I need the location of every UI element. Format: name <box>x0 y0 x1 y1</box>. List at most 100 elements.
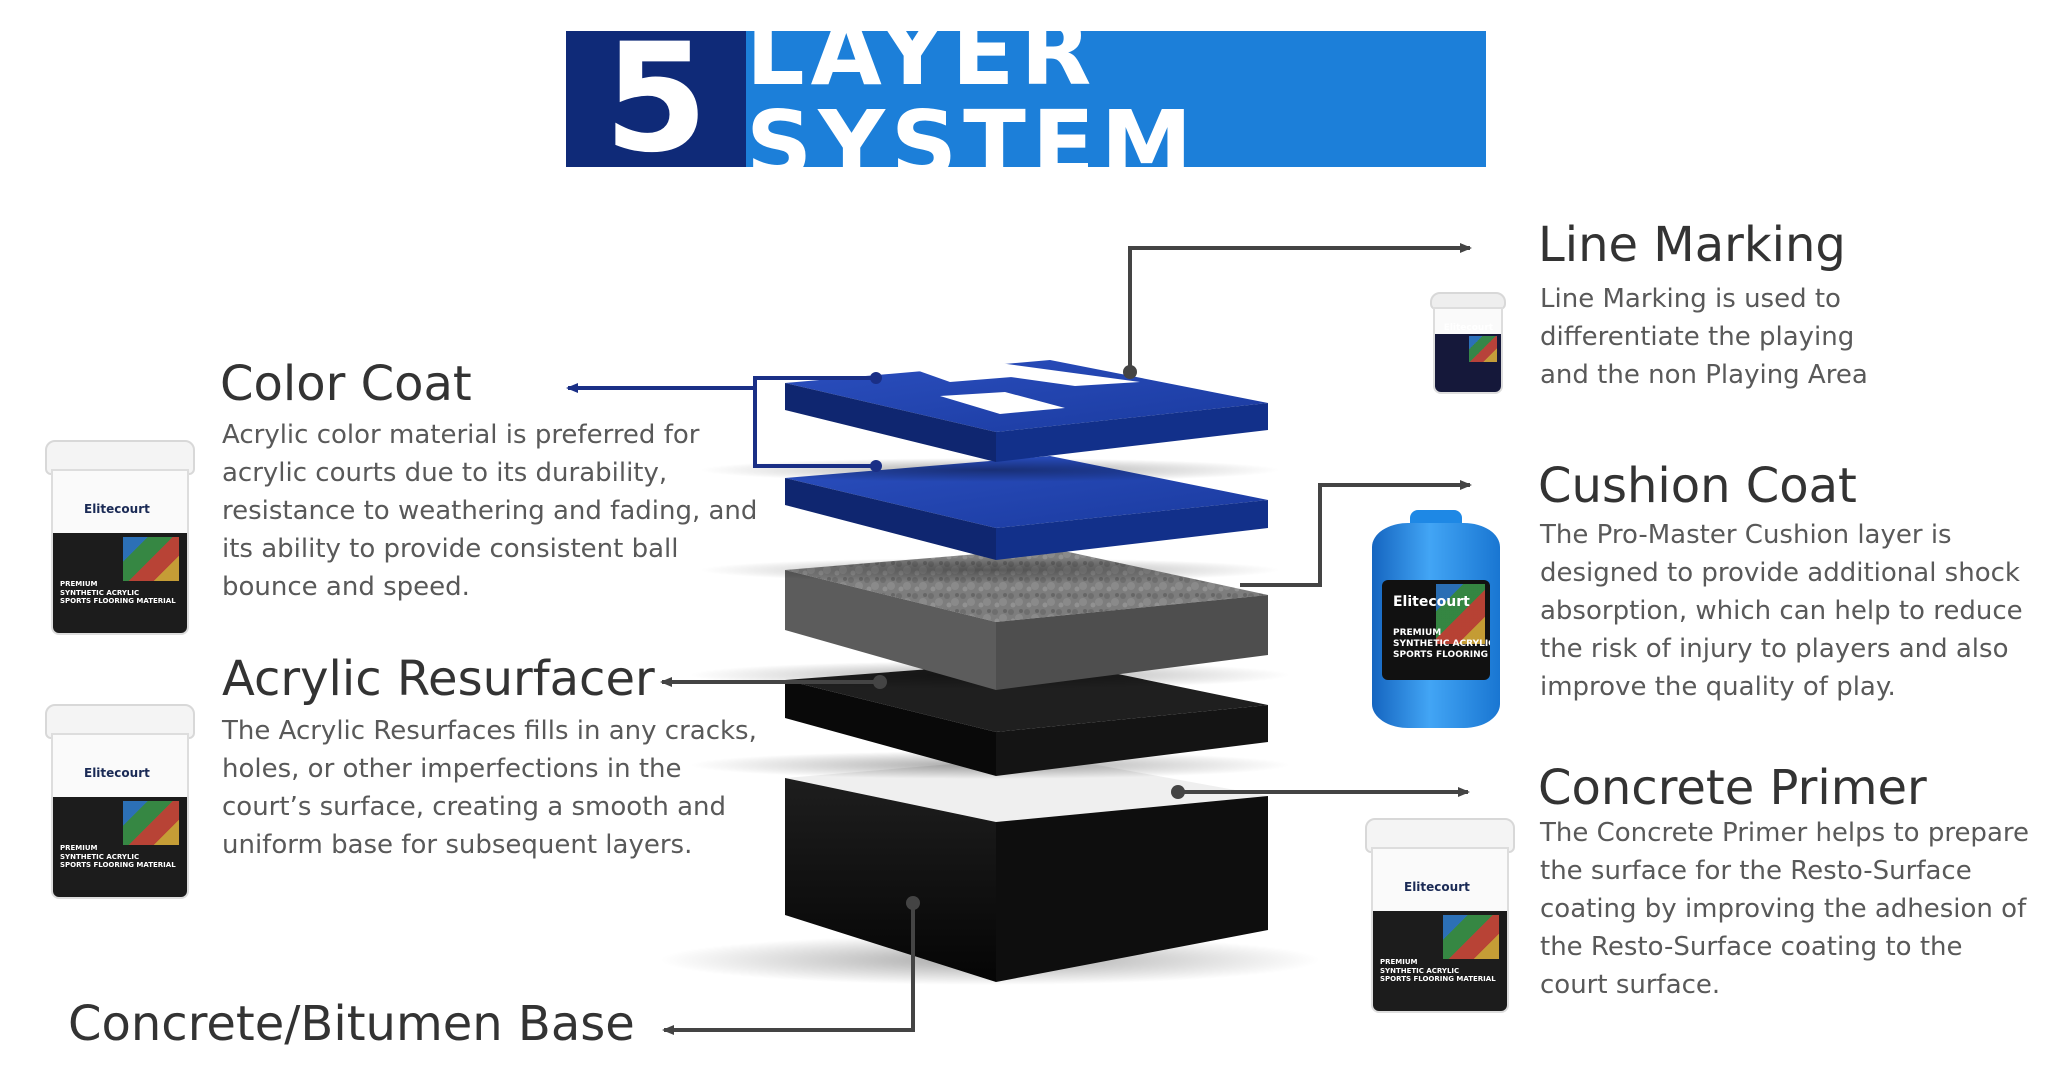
bucket-label-band <box>1373 910 1507 1011</box>
bucket-lid <box>45 440 195 476</box>
color-coat-left-face <box>785 383 996 462</box>
line-marking-connector <box>1128 243 1472 375</box>
bucket-tagline: PREMIUM SYNTHETIC ACRYLIC SPORTS FLOORIN… <box>60 580 176 605</box>
bucket-brand: Elitecourt <box>84 502 150 517</box>
tag-line: SYNTHETIC ACRYLIC <box>60 588 140 597</box>
desc-line: holes, or other imperfections in the <box>222 754 682 784</box>
cushion-coat-description: The Pro-Master Cushion layer is designed… <box>1540 516 2023 706</box>
acrylic-resurfacer-description: The Acrylic Resurfaces fills in any crac… <box>222 712 757 864</box>
color-coat-description: Acrylic color material is preferred for … <box>222 416 757 606</box>
resurfacer-left-face <box>785 478 996 560</box>
tag-line: SPORTS FLOORING MATERIAL <box>1380 975 1496 984</box>
desc-line: court’s surface, creating a smooth and <box>222 792 727 822</box>
color-coat-bracket <box>753 376 876 468</box>
bucket-body <box>51 469 189 635</box>
tag-line: PREMIUM <box>60 580 98 589</box>
drum-brand: Elitecourt <box>1392 593 1470 610</box>
tag-line: PREMIUM <box>60 844 98 853</box>
bucket-body <box>1371 847 1509 1013</box>
bucket-tagline: PREMIUM SYNTHETIC ACRYLIC SPORTS FLOORIN… <box>60 844 176 869</box>
base-left-face <box>785 778 996 982</box>
concrete-base-block <box>660 756 1320 985</box>
desc-line: acrylic courts due to its durability, <box>222 458 668 488</box>
bucket-label-band <box>53 796 187 897</box>
desc-line: resistance to weathering and fading, and <box>222 496 758 526</box>
color-coat-top-face <box>785 360 1268 432</box>
bucket-brand: Elitecourt <box>1443 322 1494 333</box>
desc-line: improve the quality of play. <box>1540 672 1896 702</box>
cushion-layer <box>690 548 1290 690</box>
desc-line: coating by improving the adhesion of <box>1540 894 2027 924</box>
tag-line: SYNTHETIC ACRYLIC <box>60 852 140 861</box>
cushion-coat-heading: Cushion Coat <box>1538 458 1857 514</box>
line-marking-white-corner <box>888 356 1012 382</box>
drum-label: Elitecourt PREMIUM SYNTHETIC ACRYLIC SPO… <box>1382 579 1490 681</box>
desc-line: the surface for the Resto-Surface <box>1540 856 1972 886</box>
cushion-left-face <box>785 570 996 690</box>
desc-line: and the non Playing Area <box>1540 360 1868 390</box>
title-text: LAYER SYSTEM <box>746 0 1199 198</box>
desc-line: the Resto-Surface coating to the <box>1540 932 1963 962</box>
acrylic-resurfacer-product-image: Elitecourt PREMIUM SYNTHETIC ACRYLIC SPO… <box>45 704 195 899</box>
color-coat-heading: Color Coat <box>220 356 472 412</box>
desc-line: The Pro-Master Cushion layer is <box>1540 520 1952 550</box>
title-number-box: 5 <box>566 12 746 186</box>
concrete-primer-product-image: Elitecourt PREMIUM SYNTHETIC ACRYLIC SPO… <box>1365 818 1515 1013</box>
title-banner: 5 LAYER SYSTEM <box>566 7 1486 191</box>
desc-line: the risk of injury to players and also <box>1540 634 2009 664</box>
resurfacer-right-face <box>996 500 1268 560</box>
primer-right-face <box>996 705 1268 776</box>
bucket-label-band <box>53 532 187 633</box>
desc-line: designed to provide additional shock <box>1540 558 2020 588</box>
desc-line: bounce and speed. <box>222 572 470 602</box>
bucket-tagline: PREMIUM SYNTHETIC ACRYLIC SPORTS FLOORIN… <box>1380 958 1496 983</box>
desc-line: differentiate the playing <box>1540 322 1855 352</box>
concrete-base-dot <box>906 896 920 910</box>
title-text-box: LAYER SYSTEM <box>746 7 1486 191</box>
title-number: 5 <box>603 12 709 186</box>
concrete-primer-description: The Concrete Primer helps to prepare the… <box>1540 814 2029 1004</box>
desc-line: uniform base for subsequent layers. <box>222 830 693 860</box>
cushion-coat-connector <box>1240 480 1472 587</box>
base-right-face <box>996 796 1268 982</box>
desc-line: court surface. <box>1540 970 1721 1000</box>
drum-tagline: PREMIUM SYNTHETIC ACRYLIC SPORTS FLOORIN… <box>1393 628 1490 662</box>
color-coat-dot-top <box>870 372 882 384</box>
color-coat-layer <box>700 356 1280 482</box>
tag-line: SYNTHETIC ACRYLIC <box>1392 639 1490 650</box>
color-coat-dot-bottom <box>870 460 882 472</box>
tag-line: SPORTS FLOORING MATERIAL <box>60 597 176 606</box>
line-marking-white-end <box>940 392 1065 414</box>
tag-line: SYNTHETIC ACRYLIC <box>1380 966 1460 975</box>
primer-left-face <box>785 680 996 776</box>
bucket-label-band <box>1435 334 1501 392</box>
cushion-coat-product-image: Elitecourt PREMIUM SYNTHETIC ACRYLIC SPO… <box>1372 510 1500 728</box>
tag-line: PREMIUM <box>1392 627 1442 638</box>
desc-line: Line Marking is used to <box>1540 284 1841 314</box>
concrete-primer-dot <box>1171 785 1185 799</box>
line-marking-heading: Line Marking <box>1538 217 1846 273</box>
color-coat-right-face <box>996 403 1268 462</box>
tag-line: SPORTS FLOORING MATERIAL <box>1392 650 1490 661</box>
line-marking-dot <box>1123 365 1137 379</box>
color-coat-product-image: Elitecourt PREMIUM SYNTHETIC ACRYLIC SPO… <box>45 440 195 635</box>
cushion-right-face <box>996 595 1268 690</box>
desc-line: The Acrylic Resurfaces fills in any crac… <box>222 716 757 746</box>
bucket-body <box>51 733 189 899</box>
acrylic-resurfacer-heading: Acrylic Resurfacer <box>222 651 655 707</box>
desc-line: absorption, which can help to reduce <box>1540 596 2023 626</box>
desc-line: The Concrete Primer helps to prepare <box>1540 818 2029 848</box>
line-marking-description: Line Marking is used to differentiate th… <box>1540 280 1868 394</box>
concrete-base-heading: Concrete/Bitumen Base <box>68 996 635 1052</box>
bucket-brand: Elitecourt <box>84 766 150 781</box>
concrete-primer-heading: Concrete Primer <box>1538 760 1927 816</box>
bucket-brand: Elitecourt <box>1404 880 1470 895</box>
tag-line: PREMIUM <box>1380 958 1418 967</box>
concrete-base-connector <box>662 903 915 1035</box>
desc-line: its ability to provide consistent ball <box>222 534 679 564</box>
bucket-body <box>1433 307 1503 394</box>
line-marking-product-image: Elitecourt <box>1430 292 1506 394</box>
desc-line: Acrylic color material is preferred for <box>222 420 700 450</box>
acrylic-resurfacer-dot <box>873 675 887 689</box>
